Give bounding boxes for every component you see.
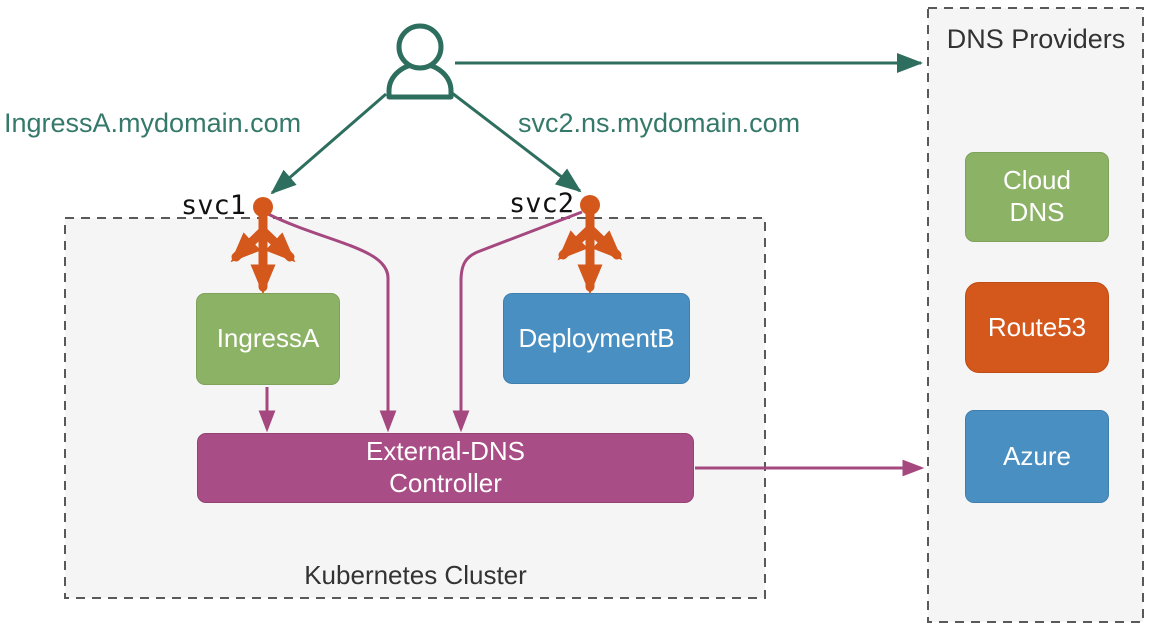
svc2-domain-label: svc2.ns.mydomain.com	[518, 108, 801, 138]
arrow-svc2-to-controller	[452, 210, 583, 433]
deployment-b-node: DeploymentB	[503, 293, 690, 384]
arrow-user-to-svc1	[270, 92, 387, 195]
arrow-user-to-svc2	[451, 91, 582, 193]
svc2-fanout-right	[585, 224, 623, 261]
kubernetes-cluster-title: Kubernetes Cluster	[304, 560, 527, 590]
cloud-dns-provider-node: Cloud DNS	[965, 152, 1109, 242]
service-fanout-arrows-icon-svc1	[230, 197, 296, 295]
user-icon-head	[396, 23, 444, 71]
external-dns-controller-node: External-DNS Controller	[197, 433, 694, 503]
ingress-domain-label: IngressA.mydomain.com	[4, 108, 302, 138]
controller-arrows	[258, 210, 925, 477]
svc1-fanout-left	[230, 226, 268, 263]
svc1-fanout-right	[258, 226, 296, 263]
user-arrows	[270, 53, 923, 195]
svc1-label: svc1	[180, 190, 246, 221]
service-endpoint-dot-icon-svc1	[253, 197, 273, 217]
user-icon	[386, 23, 454, 100]
arrow-svc1-to-controller	[267, 212, 397, 433]
dns-providers-title: DNS Providers	[946, 24, 1126, 54]
service-endpoint-dot-icon-svc2	[580, 195, 600, 215]
route53-provider-node: Route53	[965, 282, 1109, 373]
svc2-label: svc2	[508, 188, 574, 219]
svc2-fanout-left	[557, 224, 595, 261]
azure-provider-node: Azure	[965, 410, 1109, 503]
kubernetes-cluster-panel	[64, 217, 766, 599]
service-fanout-arrows-icon-svc2	[557, 195, 623, 295]
ingress-a-node: IngressA	[196, 293, 340, 385]
